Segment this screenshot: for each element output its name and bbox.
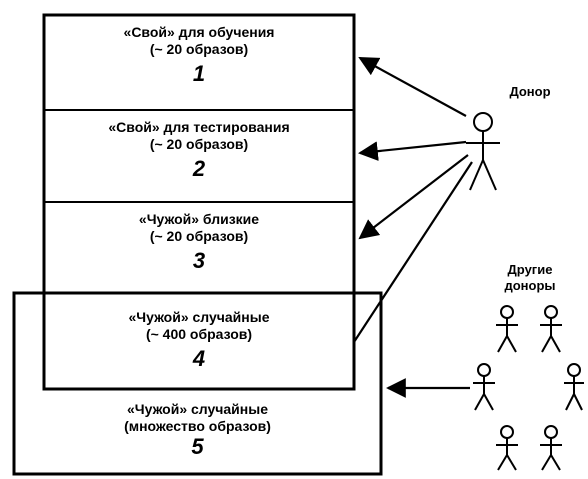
other-donor-figure <box>496 425 518 471</box>
section-4-title: «Чужой» случайные <box>128 309 270 325</box>
other-donor-figure <box>496 305 518 353</box>
donor-label: Донор <box>509 84 551 99</box>
other-donor-figure <box>564 363 584 411</box>
other-donor-figure <box>473 363 495 411</box>
arrow-to-section-2 <box>358 140 467 162</box>
section-3-number: 3 <box>192 248 206 273</box>
section-3: «Чужой» близкие (~ 20 образов) 3 <box>44 211 354 273</box>
section-3-count: (~ 20 образов) <box>149 228 249 244</box>
other-donors-label: Другие доноры <box>490 262 570 294</box>
section-4-number: 4 <box>192 346 206 371</box>
line-to-section-4 <box>353 161 473 343</box>
section-1-number: 1 <box>192 61 206 86</box>
section-1-title: «Свой» для обучения <box>123 24 275 40</box>
section-5-title: «Чужой» случайные <box>127 401 268 417</box>
section-2-number: 2 <box>192 156 206 181</box>
arrow-to-section-3 <box>358 154 469 240</box>
section-5: «Чужой» случайные (множество образов) 5 <box>14 401 381 459</box>
other-donors-label-line1: Другие <box>507 262 553 277</box>
section-3-title: «Чужой» близкие <box>138 211 260 227</box>
section-2-count: (~ 20 образов) <box>149 136 249 152</box>
other-donors-label-line2: доноры <box>504 278 556 293</box>
section-1: «Свой» для обучения (~ 20 образов) 1 <box>44 24 354 86</box>
section-1-count: (~ 20 образов) <box>149 41 249 57</box>
section-2: «Свой» для тестирования (~ 20 образов) 2 <box>44 119 354 181</box>
other-donor-figure <box>540 305 562 353</box>
section-5-number: 5 <box>191 434 204 459</box>
other-donor-figure <box>540 425 562 471</box>
donor-figure <box>466 112 500 191</box>
section-4: «Чужой» случайные (~ 400 образов) 4 <box>44 309 354 371</box>
arrow-to-section-1 <box>358 57 467 117</box>
section-5-count: (множество образов) <box>124 418 271 434</box>
section-2-title: «Свой» для тестирования <box>108 119 290 135</box>
section-4-count: (~ 400 образов) <box>145 326 253 342</box>
outer-box <box>12 291 383 476</box>
other-donors-figures <box>473 305 584 471</box>
